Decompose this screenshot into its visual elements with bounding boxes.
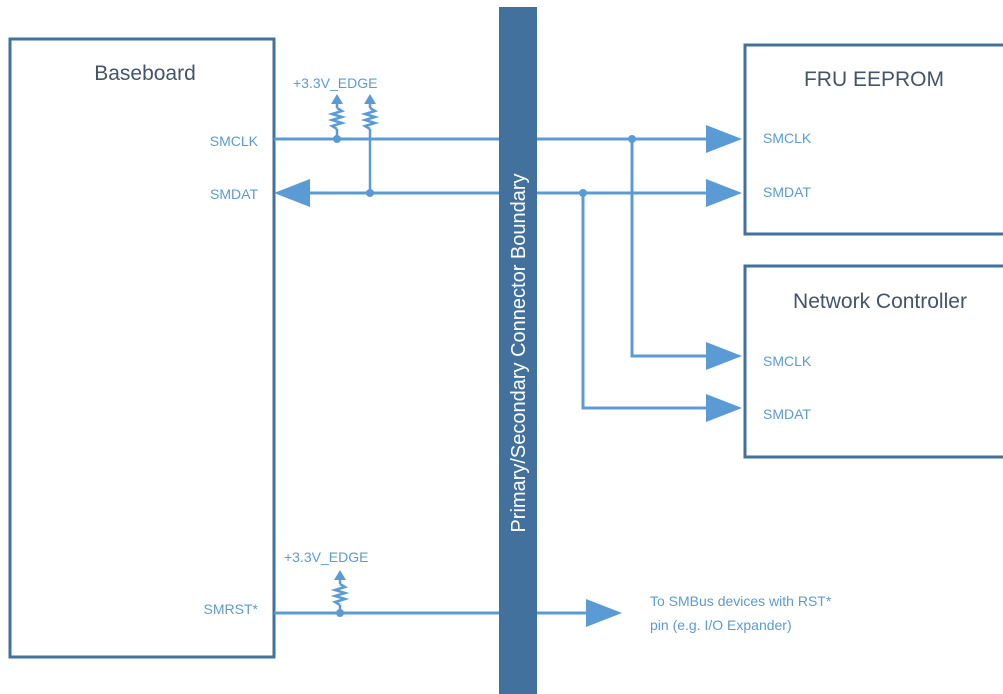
network-controller-title: Network Controller	[793, 290, 967, 313]
connector-boundary-bar	[499, 7, 537, 694]
baseboard-smdat-label: SMDAT	[210, 186, 258, 202]
pullup-resistor-smdat	[360, 94, 380, 197]
pullup-resistor-smclk	[327, 94, 347, 143]
fru-smdat-arrow	[706, 179, 742, 207]
fru-eeprom-title: FRU EEPROM	[804, 68, 944, 91]
nc-smclk-arrow	[706, 342, 742, 370]
fru-eeprom-smclk-label: SMCLK	[763, 130, 812, 146]
rst-note-line2: pin (e.g. I/O Expander)	[650, 617, 792, 633]
fru-smclk-arrow	[706, 125, 742, 153]
rst-note-line1: To SMBus devices with RST*	[650, 593, 832, 609]
fru-eeprom-smdat-label: SMDAT	[763, 184, 811, 200]
baseboard-smrst-label: SMRST*	[204, 601, 259, 617]
nc-smdat-arrow	[706, 394, 742, 422]
baseboard-box	[8, 37, 276, 659]
connector-boundary-label: Primary/Secondary Connector Boundary	[508, 173, 530, 532]
network-controller-smdat-label: SMDAT	[763, 406, 811, 422]
pullup-bottom-label: +3.3V_EDGE	[284, 549, 368, 565]
network-controller-box	[743, 264, 1003, 459]
baseboard-title: Baseboard	[94, 62, 196, 85]
nc-smclk-branch-wire	[630, 139, 712, 358]
nc-smdat-branch-wire	[581, 193, 712, 410]
baseboard-smdat-arrow	[274, 179, 310, 207]
pullup-top-label: +3.3V_EDGE	[293, 75, 377, 91]
pullup-resistor-smrst	[330, 570, 350, 617]
smrst-arrow	[586, 599, 622, 627]
fru-eeprom-box	[743, 43, 1003, 236]
network-controller-smclk-label: SMCLK	[763, 353, 812, 369]
baseboard-smclk-label: SMCLK	[210, 133, 259, 149]
